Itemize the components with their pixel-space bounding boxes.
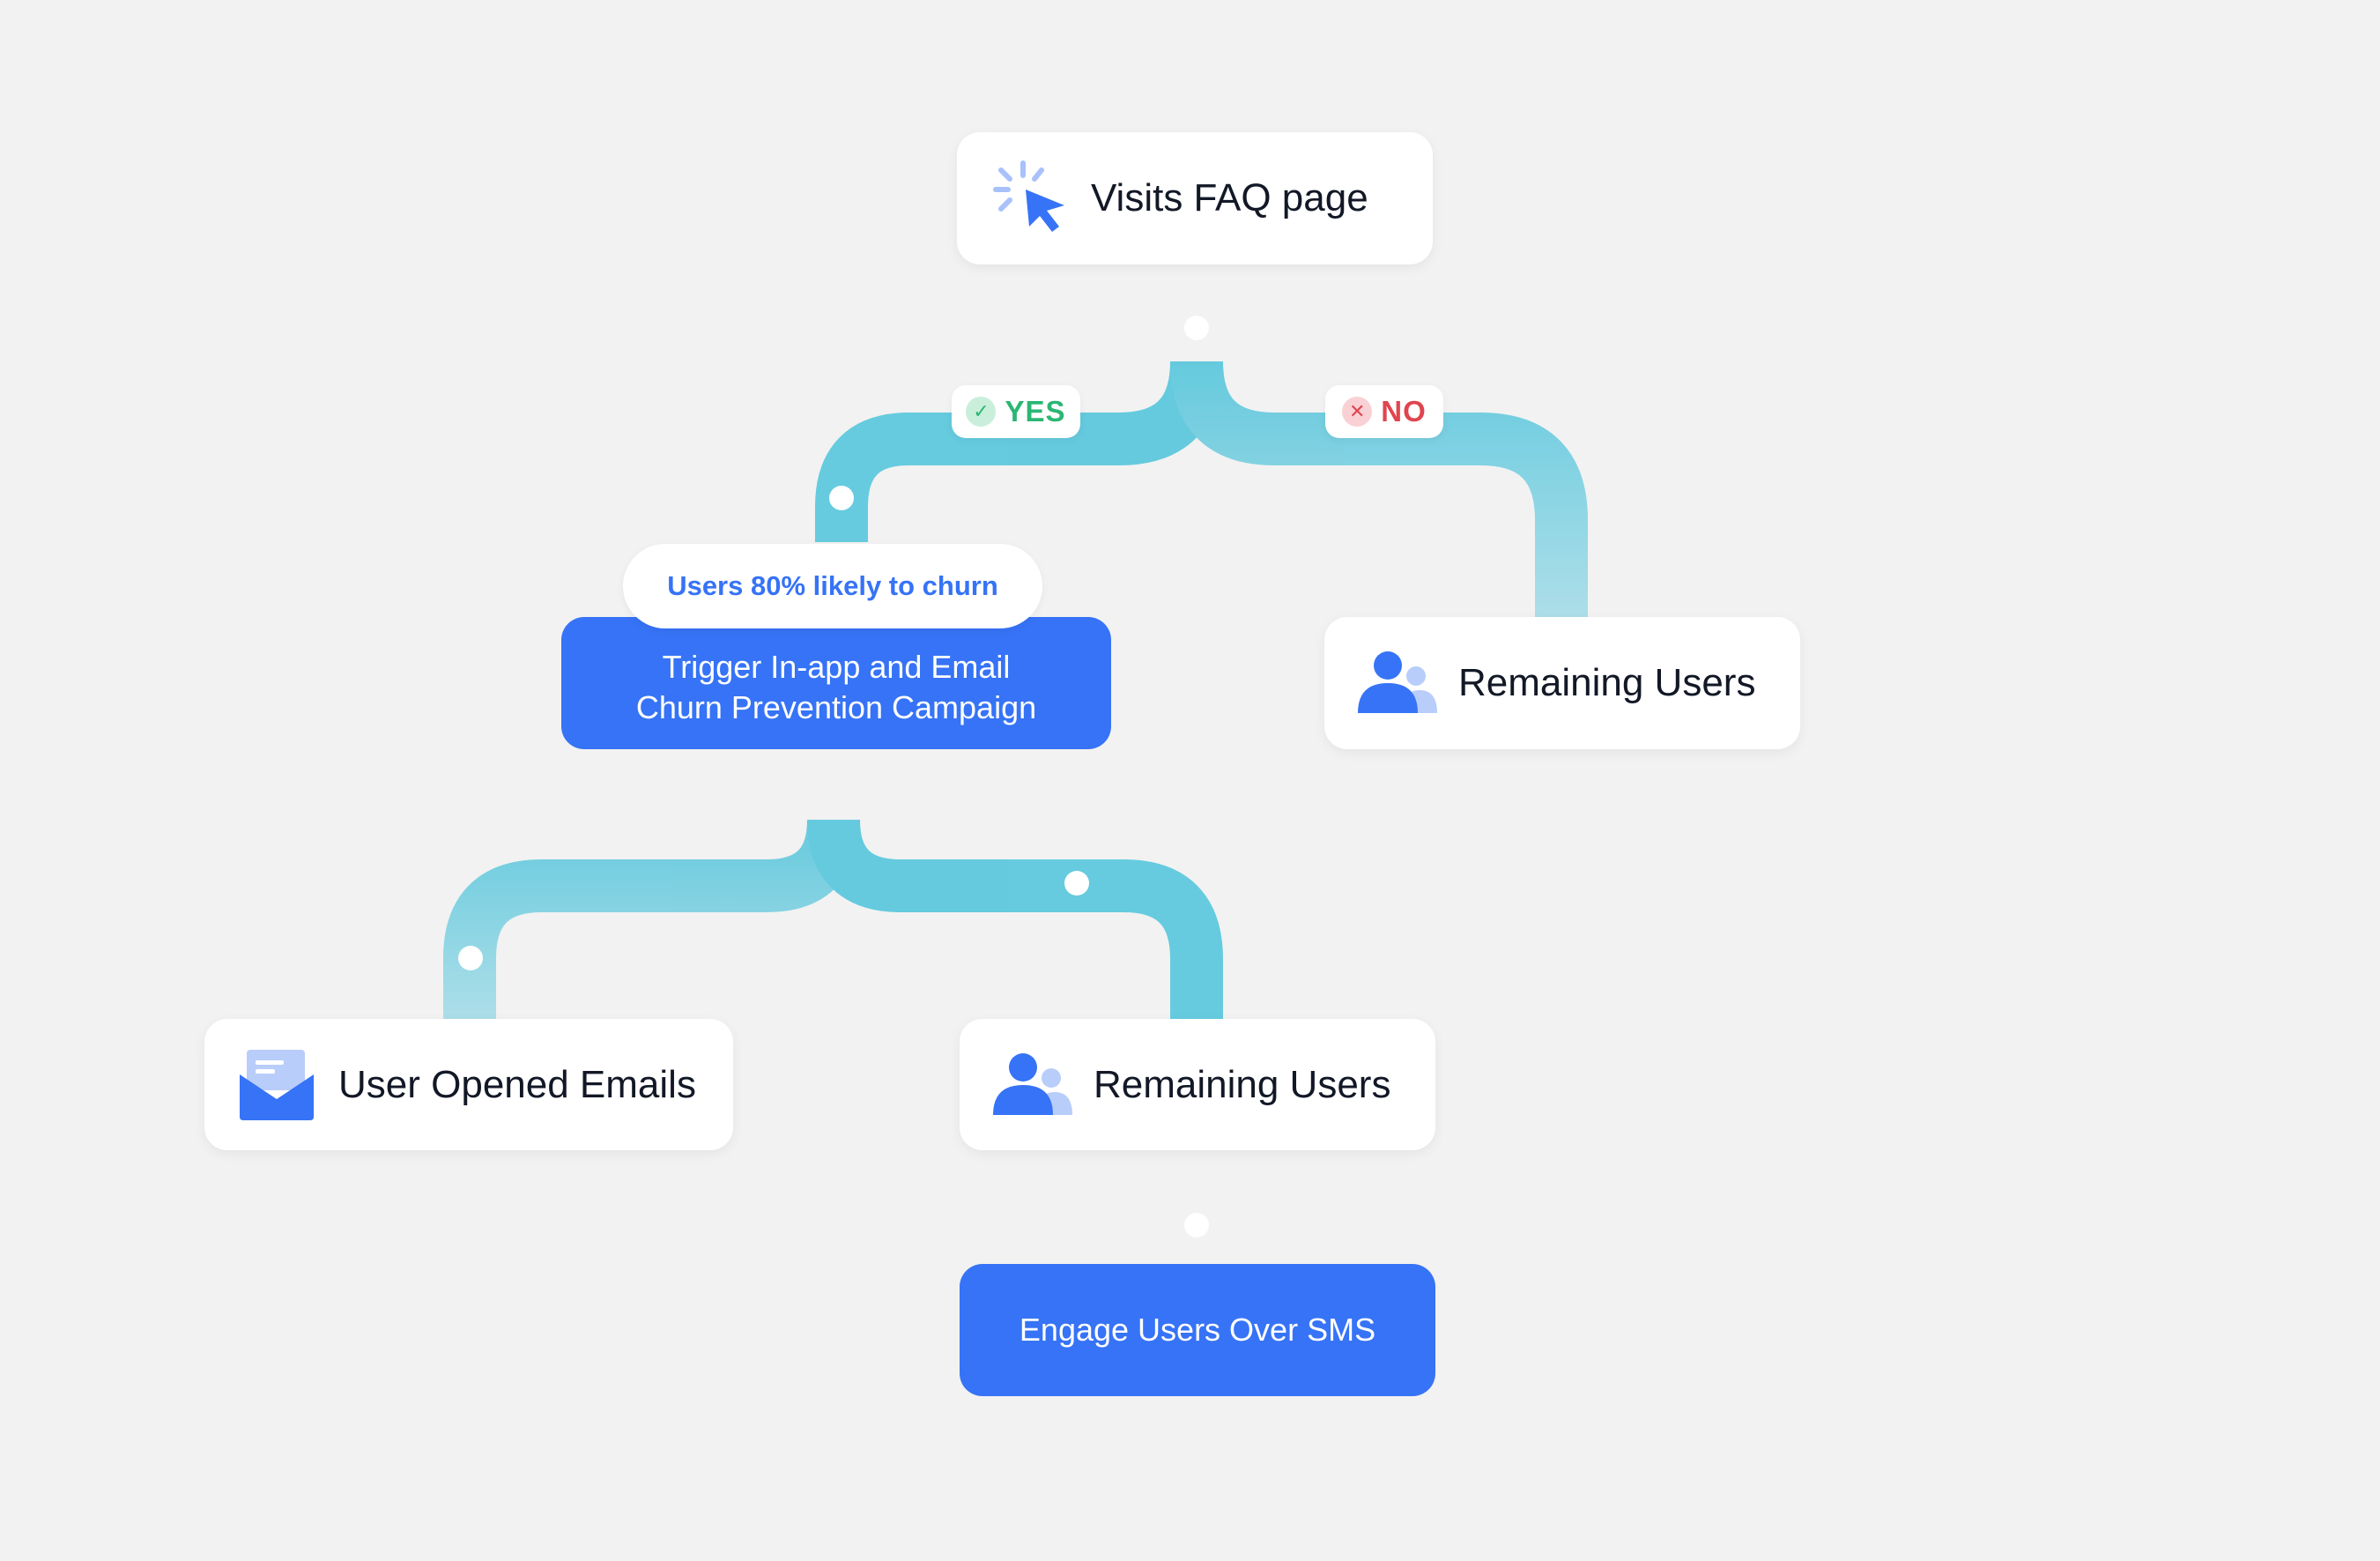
no-label: NO	[1381, 395, 1427, 427]
users-icon	[991, 1050, 1076, 1120]
sms-label: Engage Users Over SMS	[1019, 1312, 1376, 1348]
path-dot	[1184, 1213, 1209, 1238]
path-dot	[829, 486, 854, 510]
remaining-users-bottom-label: Remaining Users	[1094, 1062, 1391, 1106]
segment-label: Users 80% likely to churn	[667, 570, 998, 601]
envelope-icon	[240, 1048, 314, 1122]
cursor-click-icon	[983, 154, 1080, 242]
yes-label: YES	[1005, 395, 1066, 427]
yes-tag: ✓ YES	[952, 385, 1080, 438]
opened-emails-node: User Opened Emails	[204, 1019, 733, 1150]
no-tag: ✕ NO	[1325, 385, 1443, 438]
remaining-users-right-label: Remaining Users	[1458, 661, 1756, 704]
x-circle-icon: ✕	[1342, 397, 1373, 427]
faq-label: Visits FAQ page	[1091, 176, 1368, 219]
path-dot	[1184, 316, 1209, 340]
no-branch	[1170, 360, 1588, 617]
segment-pill: Users 80% likely to churn	[623, 544, 1042, 628]
faq-node: Visits FAQ page	[957, 132, 1433, 264]
sms-node: Engage Users Over SMS	[960, 1264, 1435, 1396]
remaining-users-bottom-node: Remaining Users	[960, 1019, 1435, 1150]
path-dot	[1064, 871, 1089, 896]
remaining-branch	[807, 818, 1223, 1019]
emails-branch	[443, 818, 860, 1019]
trigger-campaign-node: Trigger In-app and Email Churn Preventio…	[561, 617, 1111, 749]
trigger-line-2: Churn Prevention Campaign	[635, 689, 1037, 725]
path-dot	[458, 946, 483, 970]
opened-emails-label: User Opened Emails	[338, 1062, 696, 1106]
users-icon	[1356, 648, 1441, 718]
remaining-users-right-node: Remaining Users	[1324, 617, 1800, 749]
trigger-line-1: Trigger In-app and Email	[662, 649, 1011, 685]
check-circle-icon: ✓	[966, 397, 997, 427]
